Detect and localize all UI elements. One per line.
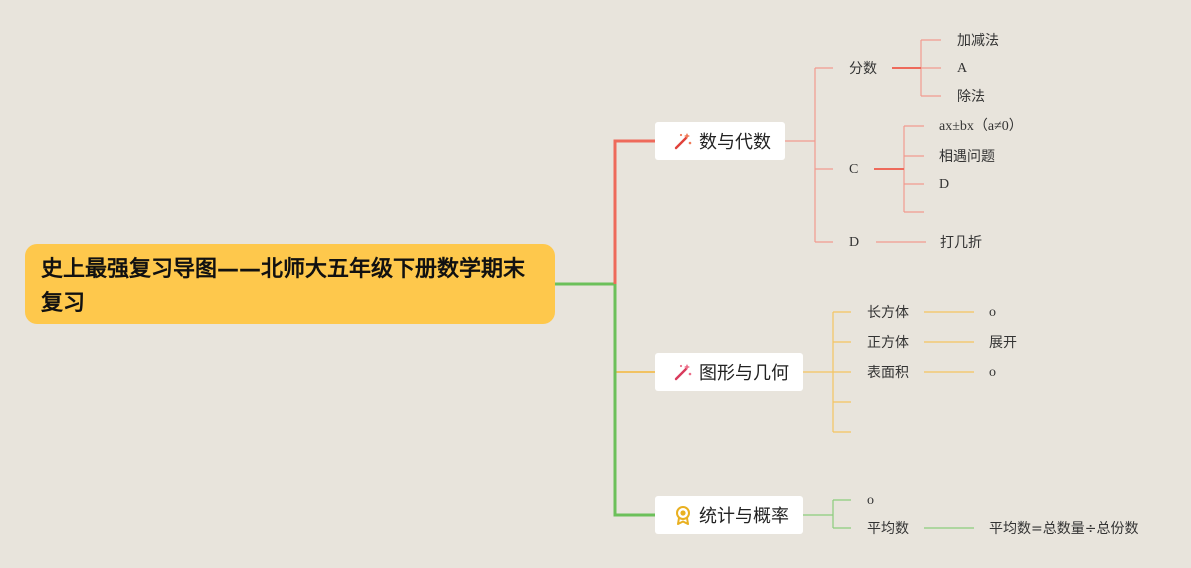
branch-shape-geometry[interactable]: 图形与几何 <box>655 353 803 391</box>
node-add-subtract[interactable]: 加减法 <box>957 33 999 49</box>
branch-2-connectors <box>803 311 974 433</box>
node-cuboid-o[interactable]: o <box>989 305 996 320</box>
magic-wand-icon <box>674 133 692 150</box>
branch-statistics-probability[interactable]: 统计与概率 <box>655 496 803 534</box>
node-surface-area[interactable]: 表面积 <box>867 365 909 381</box>
branch-3-connectors <box>803 499 974 529</box>
node-meeting-problem[interactable]: 相遇问题 <box>939 149 995 165</box>
node-surface-o[interactable]: o <box>989 365 996 380</box>
ribbon-badge-icon <box>676 506 690 525</box>
node-unfold[interactable]: 展开 <box>989 335 1017 351</box>
branch-label: 统计与概率 <box>699 506 789 527</box>
node-distributive-formula[interactable]: ax±bx（a≠0） <box>939 119 1023 134</box>
node-a[interactable]: A <box>957 61 968 76</box>
trunk-connector-orange <box>614 284 655 373</box>
node-d-sub[interactable]: D <box>939 177 950 192</box>
node-d[interactable]: D <box>849 235 860 250</box>
node-discount[interactable]: 打几折 <box>940 235 982 251</box>
trunk-connector-green <box>613 284 655 517</box>
node-cuboid[interactable]: 长方体 <box>867 305 909 321</box>
trunk-connector-red <box>613 139 655 284</box>
magic-wand-icon <box>674 364 692 381</box>
node-cube[interactable]: 正方体 <box>867 335 909 351</box>
node-average[interactable]: 平均数 <box>867 521 909 537</box>
branch-label: 数与代数 <box>699 132 771 153</box>
branch-label: 图形与几何 <box>699 363 789 384</box>
branch-number-algebra[interactable]: 数与代数 <box>655 122 785 160</box>
node-division[interactable]: 除法 <box>957 89 985 105</box>
root-topic[interactable]: 史上最强复习导图——北师大五年级下册数学期末复习 <box>25 244 555 324</box>
node-o[interactable]: o <box>867 493 874 508</box>
node-c[interactable]: C <box>849 162 859 177</box>
node-fraction[interactable]: 分数 <box>849 61 877 77</box>
node-average-formula[interactable]: 平均数=总数量÷总份数 <box>989 521 1139 537</box>
